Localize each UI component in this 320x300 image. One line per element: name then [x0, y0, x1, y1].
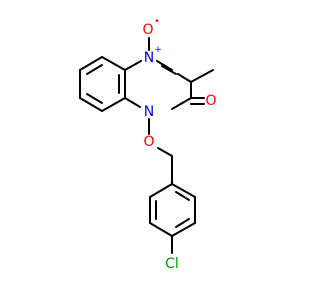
- molecule-canvas: N + O • N O O Cl: [79, 17, 217, 272]
- bond: [171, 222, 196, 237]
- bond: [101, 56, 126, 71]
- bond: [124, 60, 142, 71]
- o-ether-label: O: [143, 134, 154, 150]
- o-oxide-label: O: [142, 22, 153, 38]
- methyl-bond: [190, 69, 214, 83]
- double-bond-inner: [161, 65, 177, 75]
- benzo-ring: [79, 56, 126, 112]
- chlorine-label: Cl: [165, 256, 179, 272]
- bond: [79, 56, 103, 71]
- o-oxide-radical: •: [154, 17, 159, 27]
- bond: [177, 73, 192, 83]
- bond: [101, 97, 126, 112]
- bond: [149, 222, 173, 237]
- bond: [171, 97, 192, 110]
- n-oxide-charge: +: [154, 45, 162, 55]
- bond: [149, 183, 173, 198]
- n-oxide-label: N: [144, 50, 154, 66]
- bond: [124, 97, 141, 108]
- structure-diagram: N + O • N O O Cl: [79, 17, 217, 272]
- bond: [171, 183, 196, 198]
- bond: [156, 60, 173, 71]
- double-bond-inner: [86, 93, 103, 104]
- double-bond-inner: [175, 191, 190, 201]
- o-ch2-bond: [157, 147, 173, 157]
- double-bond-inner: [86, 64, 103, 75]
- double-bond-inner: [175, 218, 190, 228]
- o-carbonyl-label: O: [205, 93, 216, 109]
- bond: [79, 97, 103, 112]
- pyrazine-ring: [124, 60, 192, 110]
- n-ring-label: N: [144, 104, 154, 120]
- chlorophenyl-ring: [149, 183, 196, 237]
